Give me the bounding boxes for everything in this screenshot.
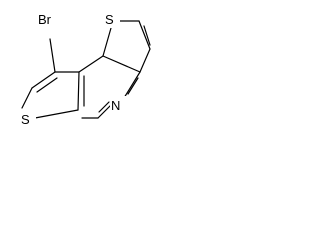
bond-lines xyxy=(21,20,151,119)
label-mask xyxy=(38,10,60,28)
label-mask xyxy=(110,96,128,114)
bond-c-s xyxy=(21,87,33,109)
atom-label-nitrogen: N xyxy=(111,98,120,113)
bond-c-c xyxy=(77,71,80,111)
bond-c-c xyxy=(102,55,141,73)
bond-n-c-double xyxy=(127,77,139,95)
bond-c-c xyxy=(31,71,56,89)
bond-c-c-double xyxy=(36,77,58,93)
bond-c-c-double xyxy=(143,25,151,46)
bond-c-c xyxy=(102,27,112,57)
bond-c-c xyxy=(138,20,151,50)
bond-c-n xyxy=(97,104,112,119)
label-mask xyxy=(104,10,120,28)
chemical-structure-diagram: S Br S N xyxy=(20,10,151,128)
label-mask xyxy=(20,110,36,128)
atom-label-sulfur-left: S xyxy=(21,112,30,127)
atom-label-bromine: Br xyxy=(38,12,52,27)
bond-c-br xyxy=(49,38,56,73)
bond-s-c xyxy=(34,109,79,119)
atom-label-sulfur-top: S xyxy=(105,12,114,27)
bond-c-n-double xyxy=(98,101,110,113)
bond-c-c xyxy=(78,55,104,73)
bond-c-c xyxy=(139,48,151,73)
bond-n-c xyxy=(123,71,141,99)
